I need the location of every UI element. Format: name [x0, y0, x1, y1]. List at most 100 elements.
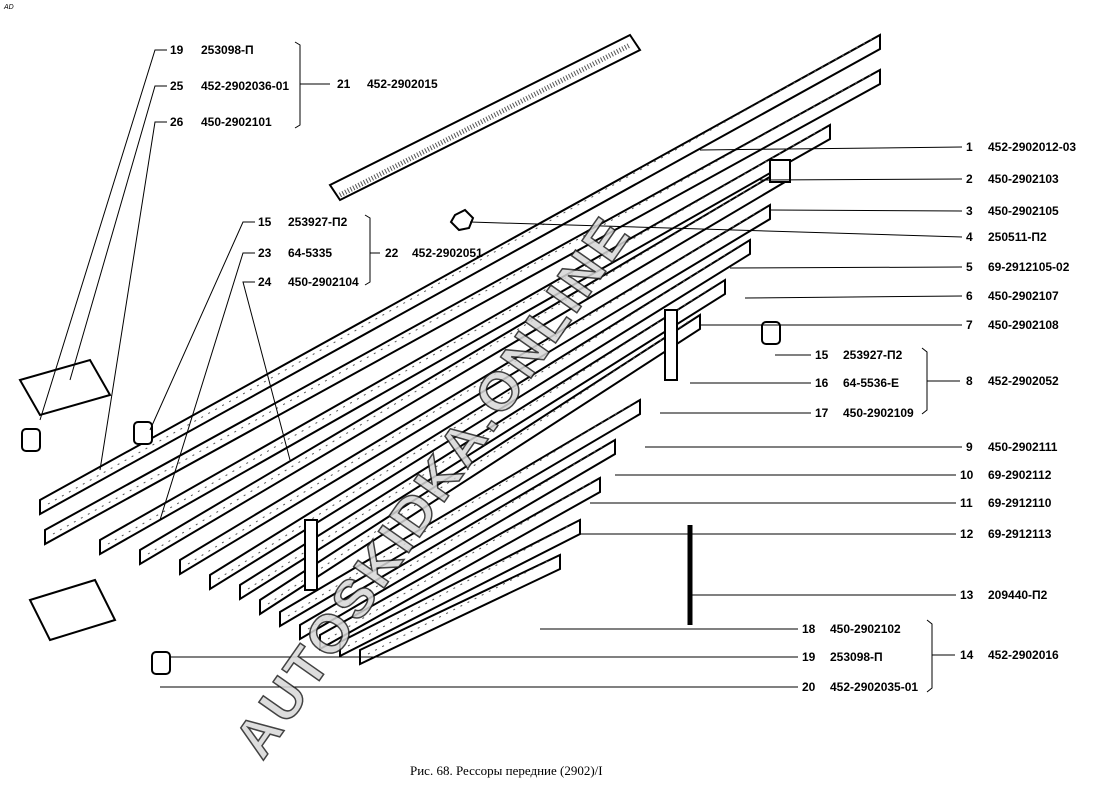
callout-number: 5 — [966, 260, 973, 274]
leaf-hatching — [287, 403, 633, 617]
part-number: 452-2902012-03 — [988, 140, 1077, 154]
rubber-bushing — [761, 321, 781, 345]
rubber-bushing — [133, 421, 153, 445]
part-number: 452-2902016 — [988, 648, 1059, 662]
callout-number: 12 — [960, 527, 974, 541]
callout-number: 7 — [966, 318, 973, 332]
part-number: 64-5335 — [288, 246, 333, 260]
callout-number: 19 — [170, 43, 184, 57]
bracket-14 — [926, 619, 933, 693]
callout-number: 6 — [966, 289, 973, 303]
callout-number: 24 — [258, 275, 272, 289]
upper-pad — [18, 358, 112, 417]
leaf-hatching — [107, 128, 823, 545]
callout-number: 1 — [966, 140, 973, 154]
leader-line — [769, 209, 963, 212]
spring-leaf-2 — [44, 68, 881, 546]
leader-line — [242, 281, 291, 461]
callout-number: 15 — [815, 348, 829, 362]
callout-number: 13 — [960, 588, 974, 602]
part-number: 452-2902052 — [988, 374, 1059, 388]
part-number: 69-2912113 — [988, 527, 1052, 541]
leader-line — [729, 266, 963, 269]
callout-number: 23 — [258, 246, 272, 260]
leader-line — [69, 85, 167, 381]
leaf-hatching — [267, 318, 693, 605]
part-number: 452-2902036-01 — [201, 79, 290, 93]
part-number: 209440-П2 — [988, 588, 1048, 602]
part-number: 64-5536-Е — [843, 376, 900, 390]
leaf-hatching — [327, 481, 593, 640]
spring-clip — [664, 309, 678, 381]
part-number: 450-2902102 — [830, 622, 901, 636]
part-number: 450-2902107 — [988, 289, 1059, 303]
figure-caption: Рис. 68. Рессоры передние (2902)/I — [410, 763, 603, 778]
spring-leaf-9 — [279, 398, 641, 628]
spring-leaf-1 — [39, 33, 881, 516]
bracket-22 — [364, 214, 371, 286]
spring-leaf-7 — [239, 278, 726, 601]
part-number: 452-2902035-01 — [830, 680, 919, 694]
callout-number: 25 — [170, 79, 184, 93]
callout-number: 9 — [966, 440, 973, 454]
rubber-bushing — [21, 428, 41, 452]
part-number: 253098-П — [201, 43, 254, 57]
callout-number: 10 — [960, 468, 974, 482]
leaf-hatching — [47, 38, 873, 505]
leader-line — [469, 221, 963, 238]
spring-clip — [304, 519, 318, 591]
spring-leaf-10 — [299, 438, 616, 641]
leader-line — [39, 49, 167, 421]
callout-number: 21 — [337, 77, 351, 91]
part-number: 452-2902051 — [412, 246, 483, 260]
spring-leaf-5 — [179, 203, 771, 576]
spring-leaf-13 — [359, 553, 561, 666]
part-number: 69-2912105-02 — [988, 260, 1070, 274]
leader-line — [744, 295, 963, 299]
callout-number: 15 — [258, 215, 272, 229]
spring-clip — [769, 159, 791, 183]
callout-number: 18 — [802, 622, 816, 636]
spring-leaf-6 — [209, 238, 751, 591]
leader-line — [699, 146, 963, 151]
spring-leaf-8 — [259, 313, 701, 616]
rubber-bushing — [151, 651, 171, 675]
callout-number: 19 — [802, 650, 816, 664]
leader-line — [99, 121, 167, 471]
corner-mark: AD — [4, 4, 14, 11]
leader-line — [759, 178, 963, 181]
callout-number: 2 — [966, 172, 973, 186]
part-number: 450-2902108 — [988, 318, 1059, 332]
part-number: 452-2902015 — [367, 77, 438, 91]
part-number: 253098-П — [830, 650, 883, 664]
callout-number: 8 — [966, 374, 973, 388]
spring-leaf-3 — [99, 123, 831, 556]
part-number: 450-2902109 — [843, 406, 914, 420]
part-number: 450-2902101 — [201, 115, 272, 129]
callout-number: 14 — [960, 648, 974, 662]
callout-number: 3 — [966, 204, 973, 218]
bracket-21 — [294, 41, 301, 129]
callout-number: 26 — [170, 115, 184, 129]
part-number: 69-2912110 — [988, 496, 1052, 510]
leader-line — [159, 252, 255, 521]
part-number: 450-2902104 — [288, 275, 359, 289]
part-number: 253927-П2 — [843, 348, 903, 362]
callout-number: 16 — [815, 376, 829, 390]
nut — [449, 208, 475, 232]
assembled-spring-hatch — [338, 42, 632, 198]
part-number: 450-2902111 — [988, 440, 1058, 454]
part-number: 450-2902105 — [988, 204, 1059, 218]
part-number: 250511-П2 — [988, 230, 1047, 244]
callout-number: 4 — [966, 230, 973, 244]
bracket-8 — [921, 347, 928, 415]
callout-number: 20 — [802, 680, 816, 694]
lower-pad — [28, 578, 117, 642]
part-number: 253927-П2 — [288, 215, 348, 229]
part-number: 69-2902112 — [988, 468, 1052, 482]
assembled-spring — [328, 33, 642, 202]
leaf-hatching — [187, 208, 763, 565]
leader-line — [149, 221, 255, 431]
